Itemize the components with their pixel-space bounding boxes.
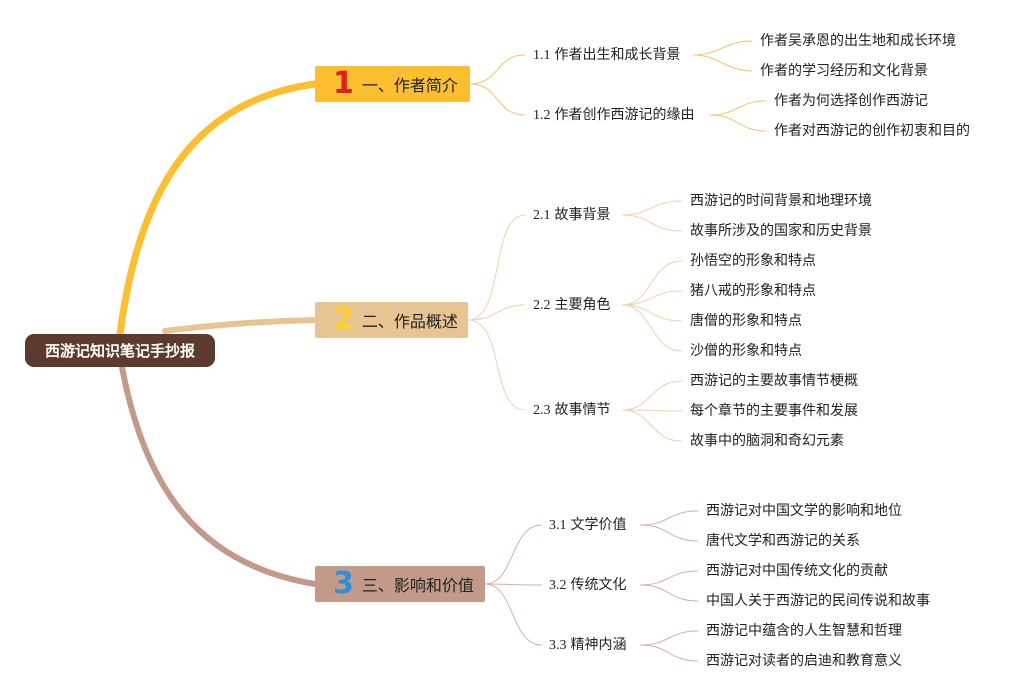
sub-label: 作者创作西游记的缘由 — [554, 107, 695, 123]
sub-label: 主要角色 — [554, 297, 611, 313]
leaf-node[interactable]: 西游记对中国文学的影响和地位 — [706, 503, 902, 519]
branch2-links — [467, 200, 683, 442]
sub-number: 1.2 — [533, 108, 551, 123]
branch-label: 一、作者简介 — [361, 76, 458, 95]
sub-label: 故事背景 — [554, 207, 611, 223]
leaf-node[interactable]: 唐代文学和西游记的关系 — [706, 533, 860, 549]
sub-number: 3.2 — [549, 578, 567, 593]
sub-number: 1.1 — [533, 48, 551, 63]
branch3-links — [484, 510, 699, 662]
leaf-node[interactable]: 西游记对中国传统文化的贡献 — [706, 563, 888, 579]
leaf-node[interactable]: 沙僧的形象和特点 — [690, 343, 802, 359]
sub-label: 故事情节 — [554, 402, 611, 418]
sub-number: 2.1 — [533, 208, 551, 223]
leaf-node[interactable]: 西游记对读者的启迪和教育意义 — [706, 653, 902, 669]
leaf-node[interactable]: 中国人关于西游记的民间传说和故事 — [706, 593, 930, 609]
leaf-node[interactable]: 故事所涉及的国家和历史背景 — [690, 223, 872, 239]
root-branch2-link — [162, 317, 318, 334]
number-three-icon: 3 — [333, 566, 354, 601]
sub-number: 2.3 — [533, 403, 551, 418]
sub-label: 精神内涵 — [570, 637, 627, 653]
leaf-node[interactable]: 孙悟空的形象和特点 — [690, 253, 816, 269]
leaf-node[interactable]: 每个章节的主要事件和发展 — [690, 403, 858, 419]
sub-label: 传统文化 — [570, 577, 627, 593]
leaf-node[interactable]: 作者对西游记的创作初衷和目的 — [774, 123, 970, 139]
branch-author-intro[interactable]: 1 一、作者简介 — [315, 66, 470, 102]
root-branch1-link — [116, 80, 319, 338]
leaf-node[interactable]: 唐僧的形象和特点 — [690, 313, 802, 329]
number-two-icon: 2 — [333, 302, 354, 337]
sub-label: 文学价值 — [570, 517, 627, 533]
leaf-node[interactable]: 西游记的时间背景和地理环境 — [690, 193, 872, 209]
sub-number: 3.1 — [549, 518, 567, 533]
root-branch3-link — [119, 364, 318, 587]
leaf-node[interactable]: 作者的学习经历和文化背景 — [760, 63, 928, 79]
leaf-node[interactable]: 西游记的主要故事情节梗概 — [690, 373, 858, 389]
branch-work-overview[interactable]: 2 二、作品概述 — [315, 302, 468, 338]
leaf-node[interactable]: 作者吴承恩的出生地和成长环境 — [760, 33, 956, 49]
leaf-node[interactable]: 故事中的脑洞和奇幻元素 — [690, 433, 844, 449]
number-one-icon: 1 — [333, 66, 354, 101]
leaf-node[interactable]: 西游记中蕴含的人生智慧和哲理 — [706, 623, 902, 639]
sub-number: 3.3 — [549, 638, 567, 653]
branch-label: 二、作品概述 — [361, 312, 458, 331]
sub-number: 2.2 — [533, 298, 551, 313]
leaf-node[interactable]: 作者为何选择创作西游记 — [774, 93, 928, 109]
branch-influence-value[interactable]: 3 三、影响和价值 — [315, 566, 485, 602]
branch-label: 三、影响和价值 — [361, 576, 474, 595]
leaf-node[interactable]: 猪八戒的形象和特点 — [690, 283, 816, 299]
branch1-links — [469, 40, 767, 132]
sub-label: 作者出生和成长背景 — [554, 47, 681, 63]
root-node[interactable]: 西游记知识笔记手抄报 — [25, 334, 215, 367]
